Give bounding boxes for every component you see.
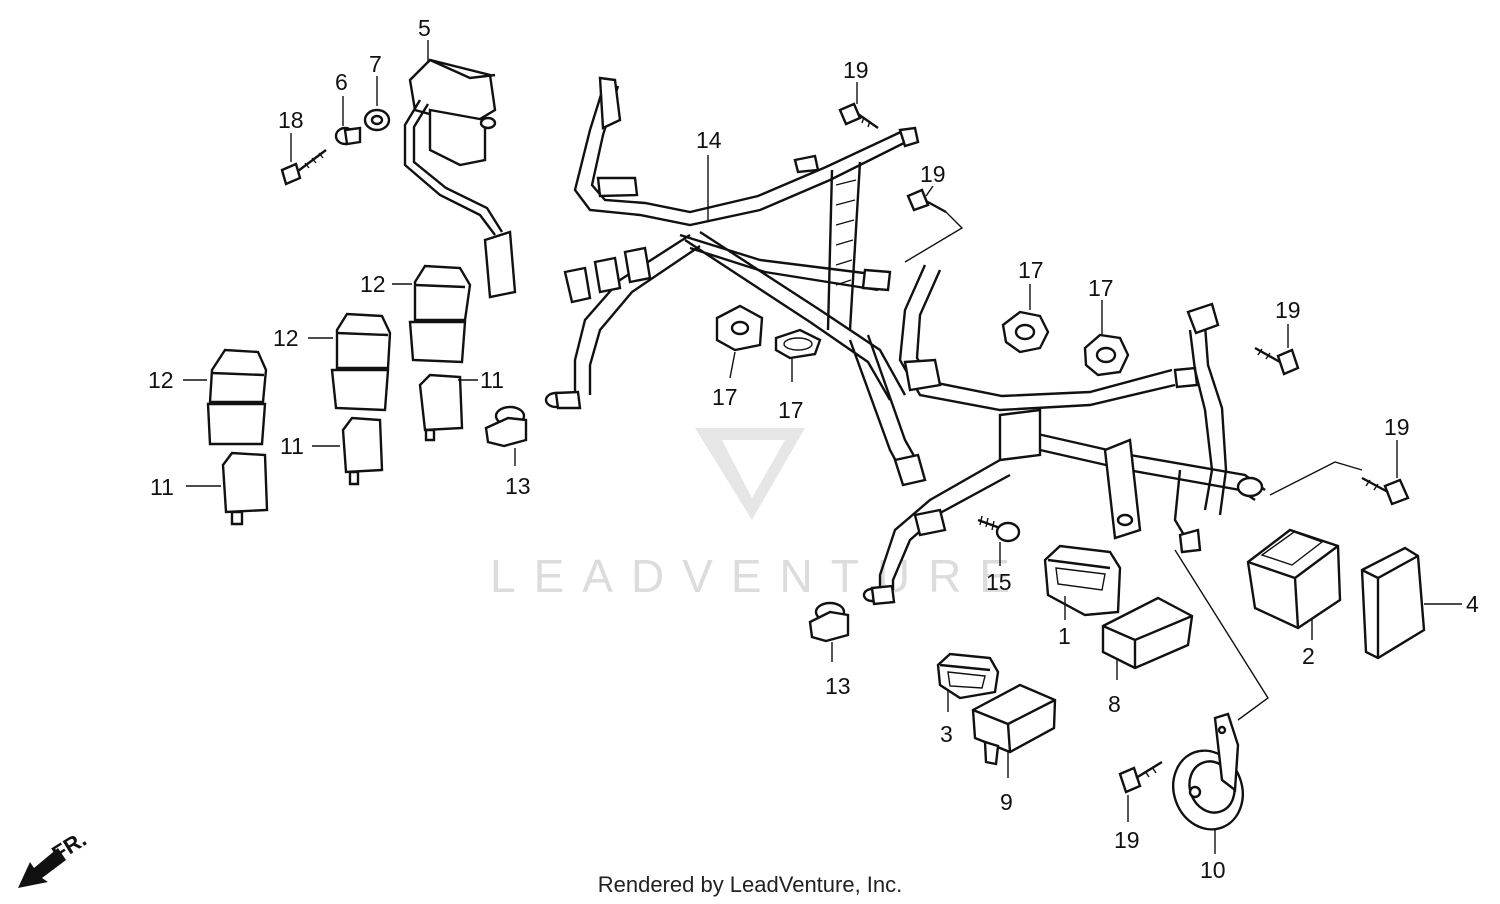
label-part-2: 2 — [1302, 643, 1315, 669]
label-part-14: 14 — [696, 127, 722, 153]
part-16-clamp — [715, 304, 764, 352]
part-12-relay-b — [330, 312, 392, 412]
part-7-nut — [363, 108, 391, 132]
label-part-5: 5 — [418, 15, 431, 41]
label-part-17-a: 17 — [778, 397, 804, 423]
watermark-logo — [695, 428, 805, 520]
part-11-relay-b — [341, 416, 384, 486]
label-part-11-b: 11 — [280, 433, 304, 459]
label-part-4: 4 — [1466, 591, 1479, 617]
part-5-regulator — [403, 58, 517, 299]
part-6-washer — [334, 126, 362, 146]
watermark-text: LEADVENTURE — [490, 550, 1028, 602]
label-part-19-e: 19 — [1114, 827, 1140, 853]
part-17-clamp-c — [1083, 333, 1130, 377]
part-11-relay-c — [418, 373, 464, 442]
label-part-11-a: 11 — [150, 474, 174, 500]
label-part-19-b: 19 — [920, 161, 946, 187]
part-8-module — [1101, 596, 1194, 670]
label-part-7: 7 — [369, 51, 382, 77]
part-1-connector — [1043, 544, 1122, 617]
label-part-8: 8 — [1108, 691, 1121, 717]
label-part-13-b: 13 — [825, 673, 851, 699]
part-9-module — [971, 683, 1057, 766]
part-11-relay-a — [221, 451, 269, 526]
label-part-6: 6 — [335, 69, 348, 95]
part-13-grommet-b — [808, 601, 850, 643]
part-18-bolt — [280, 149, 327, 186]
label-part-9: 9 — [1000, 789, 1013, 815]
label-part-12-c: 12 — [360, 271, 386, 297]
part-19-bolt-b — [906, 188, 947, 214]
label-part-1: 1 — [1058, 623, 1071, 649]
part-19-bolt-c — [1254, 346, 1300, 376]
label-part-11-c: 11 — [480, 367, 504, 393]
label-part-12-b: 12 — [273, 325, 299, 351]
label-part-17-c: 17 — [1088, 275, 1114, 301]
label-part-12-a: 12 — [148, 367, 174, 393]
part-10-horn — [1172, 712, 1244, 831]
part-17-clamp-a — [774, 328, 822, 360]
part-15-screw — [977, 515, 1021, 543]
label-part-17-b: 17 — [1018, 257, 1044, 283]
part-19-bolt-e — [1118, 760, 1163, 794]
part-4-control-unit — [1360, 546, 1426, 660]
frame-bracket-assembly — [544, 76, 1266, 606]
label-part-3: 3 — [940, 721, 953, 747]
part-12-relay-c — [408, 264, 472, 364]
label-part-19-a: 19 — [843, 57, 869, 83]
part-12-relay-a — [206, 348, 268, 446]
front-direction-arrow-icon — [18, 848, 66, 888]
label-part-16: 17 — [712, 384, 738, 410]
part-3-connector — [936, 652, 1000, 700]
part-17-clamp-b — [1001, 310, 1050, 354]
label-part-15: 15 — [986, 569, 1012, 595]
label-part-19-d: 19 — [1384, 414, 1410, 440]
part-19-bolt-a — [838, 102, 879, 129]
footer-credit: Rendered by LeadVenture, Inc. — [597, 872, 903, 897]
part-2-control-unit — [1246, 528, 1342, 630]
label-part-13-a: 13 — [505, 473, 531, 499]
label-part-19-c: 19 — [1275, 297, 1301, 323]
part-19-bolt-d — [1361, 476, 1410, 506]
label-part-18: 18 — [278, 107, 304, 133]
label-part-10: 10 — [1200, 857, 1226, 883]
part-13-grommet-a — [484, 405, 528, 448]
